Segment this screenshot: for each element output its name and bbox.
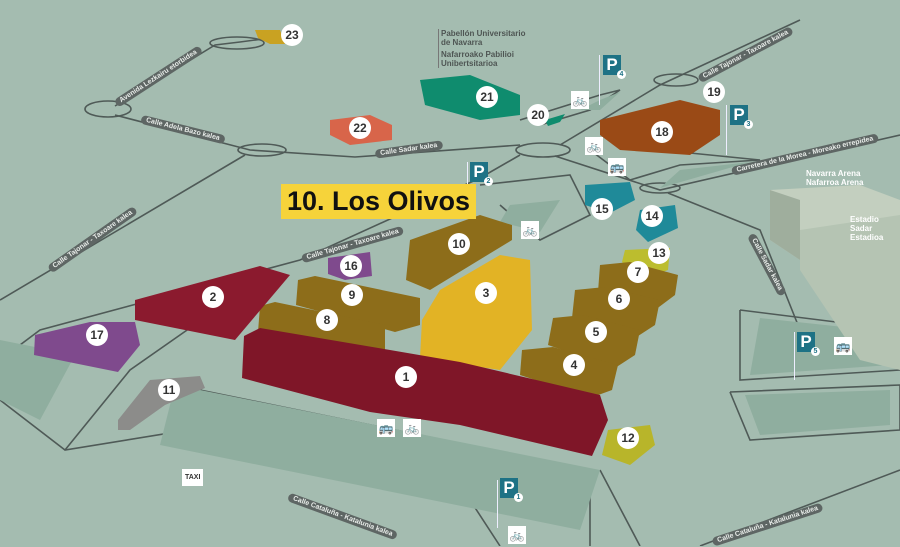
building-badge-4[interactable]: 4 [563, 354, 585, 376]
parking-letter: P [503, 478, 515, 497]
building-20 [545, 114, 565, 126]
building-badge-18[interactable]: 18 [651, 121, 673, 143]
arena-line-2: Nafarroa Arena [806, 178, 864, 187]
bus-icon: 🚌 [377, 419, 395, 437]
building-3 [420, 255, 532, 370]
taxi-sign: TAXI [182, 469, 204, 486]
building-badge-11[interactable]: 11 [158, 379, 180, 401]
building-badge-15[interactable]: 15 [591, 198, 613, 220]
parking-number: 1 [514, 493, 523, 502]
parking-pole [794, 332, 795, 380]
bike-icon: 🚲 [521, 221, 539, 239]
building-badge-12[interactable]: 12 [617, 427, 639, 449]
parking-pole [467, 162, 468, 192]
building-6 [572, 287, 660, 338]
building-badge-20[interactable]: 20 [527, 104, 549, 126]
building-badge-17[interactable]: 17 [86, 324, 108, 346]
parking-letter: P [800, 332, 812, 351]
parking-letter: P [473, 162, 485, 181]
building-badge-23[interactable]: 23 [281, 24, 303, 46]
building-badge-2[interactable]: 2 [202, 286, 224, 308]
pabellon-line-2: de Navarra [441, 38, 483, 47]
place-label-navarra-arena: Navarra Arena Nafarroa Arena [806, 169, 864, 187]
lots [0, 92, 890, 530]
parking-letter: P [606, 55, 618, 74]
estadio-line-2: Sadar [850, 224, 873, 233]
building-badge-1[interactable]: 1 [395, 366, 417, 388]
building-badge-21[interactable]: 21 [476, 86, 498, 108]
building-badge-8[interactable]: 8 [316, 309, 338, 331]
parking-number: 5 [811, 347, 820, 356]
building-11 [118, 376, 205, 430]
bike-icon: 🚲 [403, 419, 421, 437]
parking-pole [497, 480, 498, 528]
pabellon-line-3: Nafarroako Pabilioi [441, 50, 514, 59]
building-badge-22[interactable]: 22 [349, 117, 371, 139]
building-17 [34, 322, 140, 372]
parking-number: 4 [617, 70, 626, 79]
parking-number: 3 [744, 120, 753, 129]
building-badge-14[interactable]: 14 [641, 205, 663, 227]
place-label-estadio: Estadio Sadar Estadioa [850, 215, 883, 242]
arena-line-1: Navarra Arena [806, 169, 861, 178]
building-21 [420, 75, 520, 120]
building-badge-19[interactable]: 19 [703, 81, 725, 103]
building-badge-9[interactable]: 9 [341, 284, 363, 306]
bike-icon: 🚲 [571, 91, 589, 109]
estadio-line-3: Estadioa [850, 233, 884, 242]
bike-icon: 🚲 [508, 526, 526, 544]
parking-pole [726, 105, 727, 155]
building-badge-10[interactable]: 10 [448, 233, 470, 255]
parking-number: 2 [484, 177, 493, 186]
parking-letter: P [733, 105, 745, 124]
parking-pole [599, 55, 600, 105]
building-badge-3[interactable]: 3 [475, 282, 497, 304]
building-23 [255, 30, 285, 44]
pabellon-line-4: Unibertsitarioa [441, 59, 498, 68]
place-label-pabellon: Pabellón Universitario de Navarra Nafarr… [438, 29, 525, 68]
bus-icon: 🚌 [834, 337, 852, 355]
building-badge-6[interactable]: 6 [608, 288, 630, 310]
estadio-line-1: Estadio [850, 215, 879, 224]
pabellon-line-1: Pabellón Universitario [441, 29, 526, 38]
bus-icon: 🚌 [608, 158, 626, 176]
bike-icon: 🚲 [585, 137, 603, 155]
building-badge-13[interactable]: 13 [648, 242, 670, 264]
building-badge-7[interactable]: 7 [627, 261, 649, 283]
building-1 [242, 328, 608, 456]
building-badge-5[interactable]: 5 [585, 321, 607, 343]
building-badge-16[interactable]: 16 [340, 255, 362, 277]
stadium-blocks [770, 185, 900, 370]
selected-building-title: 10. Los Olivos [281, 184, 477, 219]
